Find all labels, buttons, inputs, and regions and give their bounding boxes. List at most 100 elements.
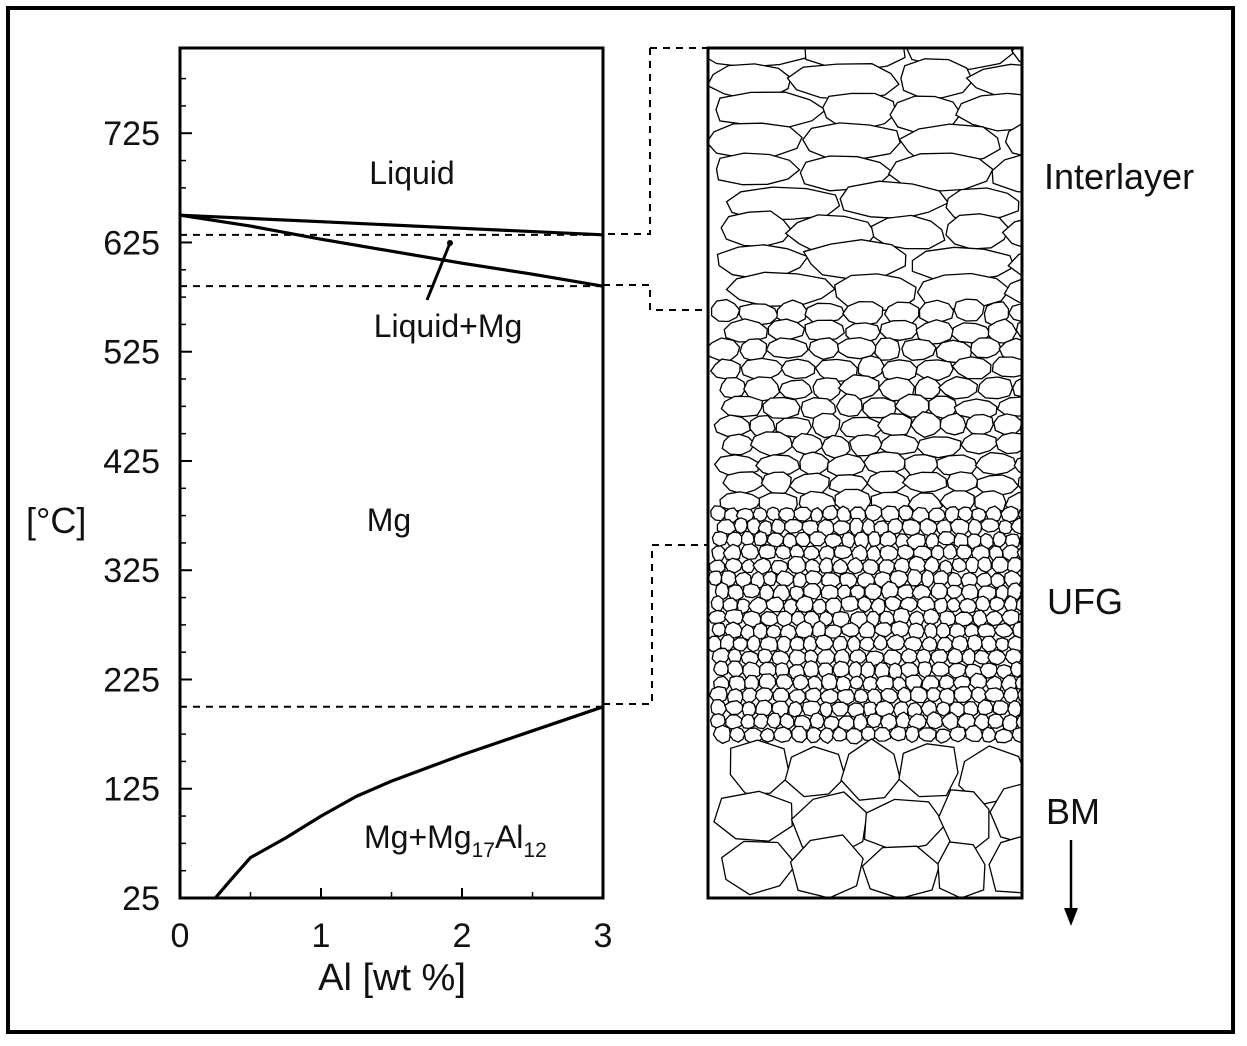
grain — [788, 688, 806, 705]
grain — [766, 712, 782, 730]
grain — [806, 726, 822, 744]
grain — [938, 789, 990, 854]
grain — [720, 395, 764, 418]
grain — [830, 701, 849, 717]
grain — [713, 790, 793, 842]
grain — [776, 635, 791, 654]
grain — [778, 379, 813, 400]
grain — [710, 505, 727, 522]
grain — [820, 584, 840, 601]
grain — [810, 506, 824, 524]
grain — [994, 728, 1014, 744]
grain — [740, 357, 785, 380]
grain — [966, 634, 984, 653]
grain — [858, 636, 875, 653]
grain — [752, 622, 768, 640]
grain — [918, 299, 955, 324]
region-label-sub-17: 17 — [472, 839, 495, 862]
grain — [833, 545, 853, 560]
grain — [776, 610, 794, 628]
grain — [861, 845, 941, 898]
grain — [775, 673, 794, 691]
grain — [720, 840, 798, 896]
phase-curve-1 — [179, 213, 604, 237]
grain — [985, 610, 1004, 627]
grain — [740, 530, 755, 547]
grain — [915, 359, 954, 381]
grain — [1033, 337, 1063, 358]
grain — [850, 544, 869, 562]
grain — [896, 686, 913, 704]
x-tick-label: 1 — [312, 917, 331, 955]
connector-lower — [603, 284, 708, 311]
grain — [992, 700, 1009, 716]
grain — [879, 544, 900, 562]
grain — [794, 620, 814, 639]
grain — [1012, 377, 1022, 398]
grain — [1038, 558, 1057, 573]
grain — [749, 431, 794, 457]
grain — [1036, 702, 1052, 719]
grain — [760, 471, 792, 496]
grain — [841, 300, 884, 327]
grain — [996, 396, 1022, 417]
grain — [946, 471, 979, 493]
grain — [1012, 621, 1022, 639]
grain — [958, 597, 978, 615]
region-label-sub-12: 12 — [523, 839, 546, 862]
grain — [1036, 664, 1050, 677]
grain — [811, 412, 841, 439]
grain — [1038, 399, 1065, 420]
y-tick-label: 725 — [103, 115, 160, 153]
grain — [794, 531, 812, 548]
grain — [708, 609, 728, 625]
grain — [762, 396, 801, 420]
grain — [937, 531, 956, 546]
grain — [971, 507, 987, 523]
grain — [976, 474, 1020, 497]
connector-lines — [603, 47, 708, 705]
grain — [935, 728, 952, 744]
grain — [777, 507, 796, 523]
grain — [988, 835, 1022, 894]
grain — [907, 622, 926, 640]
grain — [987, 648, 1007, 666]
grain — [840, 622, 861, 638]
grain — [920, 635, 938, 653]
grain — [802, 239, 907, 281]
grain — [977, 556, 992, 573]
grain — [711, 622, 727, 638]
grain — [928, 507, 947, 523]
grain — [758, 544, 777, 560]
grain — [936, 454, 978, 477]
grain — [791, 725, 808, 744]
grain — [965, 556, 980, 574]
dashed-guides — [180, 233, 603, 708]
phase-curves — [179, 213, 604, 900]
grain — [888, 662, 903, 680]
grain — [808, 337, 840, 361]
grain — [935, 339, 973, 364]
grain — [715, 152, 801, 186]
grain — [977, 698, 994, 716]
grain — [724, 557, 743, 574]
y-tick-label: 225 — [103, 661, 160, 699]
grain — [814, 634, 835, 651]
grain — [964, 724, 984, 743]
grain — [757, 648, 774, 665]
grain — [711, 531, 729, 547]
grain — [753, 530, 768, 547]
grain — [799, 451, 830, 476]
grain — [740, 713, 756, 730]
grain — [708, 48, 809, 68]
grain — [1030, 598, 1045, 613]
phase-curve-3 — [214, 705, 604, 900]
region-liquid-mg-label: Liquid+Mg — [374, 308, 523, 344]
grain — [995, 584, 1009, 602]
region-mg-label: Mg — [367, 502, 411, 538]
grain — [712, 660, 729, 677]
grain — [890, 620, 911, 639]
connector-bottom — [603, 544, 708, 705]
grain — [946, 584, 963, 600]
